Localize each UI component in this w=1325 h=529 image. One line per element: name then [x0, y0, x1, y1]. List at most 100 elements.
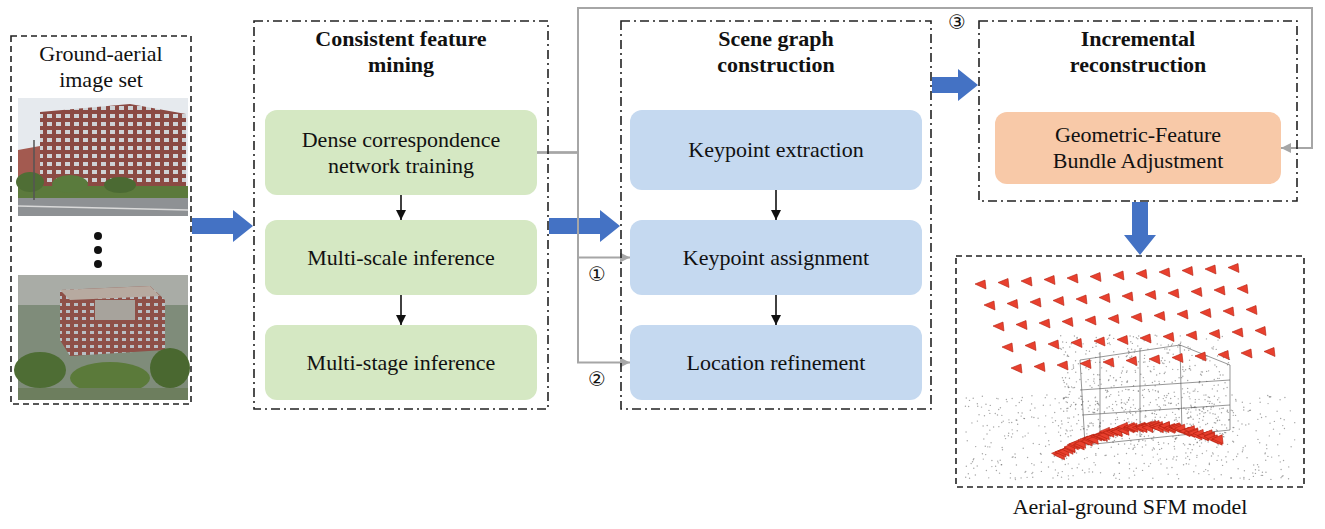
cloud-point: [1067, 397, 1068, 398]
step-arrow: [400, 295, 402, 325]
camera-frustum: [1039, 319, 1050, 328]
cloud-point: [1231, 477, 1232, 478]
cloud-point: [1255, 430, 1256, 431]
cloud-point: [1095, 362, 1096, 363]
cloud-point: [1239, 477, 1240, 478]
cloud-point: [1027, 432, 1028, 433]
cloud-point: [1282, 425, 1283, 426]
camera-frustum: [1228, 264, 1239, 273]
cloud-point: [1214, 379, 1215, 380]
cloud-point: [1176, 404, 1177, 405]
cloud-point: [1163, 442, 1164, 443]
cloud-point: [1010, 473, 1011, 474]
cloud-point: [1215, 418, 1216, 419]
cloud-point: [1129, 397, 1130, 398]
cloud-point: [1084, 458, 1085, 459]
cloud-point: [1209, 412, 1210, 413]
cloud-point: [1216, 429, 1217, 430]
cloud-point: [1092, 412, 1093, 413]
cloud-point: [997, 398, 998, 399]
cloud-point: [1252, 472, 1253, 473]
cloud-point: [1086, 457, 1087, 458]
cloud-point: [1134, 474, 1135, 475]
cloud-point: [1284, 428, 1285, 429]
cloud-point: [1219, 371, 1220, 372]
cloud-point: [1109, 335, 1110, 336]
camera-frustum: [993, 322, 1004, 331]
cloud-point: [1088, 411, 1089, 412]
camera-frustum: [1214, 286, 1225, 295]
cloud-point: [1155, 399, 1156, 400]
cloud-point: [1196, 457, 1197, 458]
cloud-point: [1269, 396, 1270, 397]
cloud-point: [1147, 366, 1148, 367]
cloud-point: [1232, 431, 1233, 432]
cloud-point: [998, 426, 999, 427]
cloud-point: [1199, 418, 1200, 419]
cloud-point: [1114, 440, 1115, 441]
cloud-point: [1100, 472, 1101, 473]
cloud-point: [1164, 417, 1165, 418]
cloud-point: [1025, 471, 1026, 472]
cloud-point: [966, 466, 967, 467]
flow-arrow: [549, 210, 620, 242]
cloud-point: [1226, 427, 1227, 428]
cloud-point: [1095, 396, 1096, 397]
cloud-point: [1232, 441, 1233, 442]
cloud-point: [1162, 357, 1163, 358]
cloud-point: [1081, 404, 1082, 405]
cloud-point: [1066, 410, 1067, 411]
cloud-point: [1195, 439, 1196, 440]
cloud-point: [1176, 474, 1177, 475]
cloud-point: [1088, 471, 1089, 472]
cloud-point: [1201, 374, 1202, 375]
cloud-point: [1075, 404, 1076, 405]
cloud-point: [1067, 372, 1068, 373]
cloud-point: [1157, 453, 1158, 454]
cloud-point: [1062, 471, 1063, 472]
cloud-point: [1132, 414, 1133, 415]
cloud-point: [1127, 389, 1128, 390]
cloud-point: [1157, 343, 1158, 344]
cloud-point: [1115, 437, 1116, 438]
cloud-point: [1211, 407, 1212, 408]
cloud-point: [1128, 399, 1129, 400]
cloud-point: [1094, 409, 1095, 410]
cloud-point: [1095, 453, 1096, 454]
cloud-point: [1065, 396, 1066, 397]
cloud-point: [1244, 470, 1245, 471]
cloud-point: [1072, 387, 1073, 388]
panel-title: Consistent feature mining: [291, 20, 511, 78]
cloud-point: [1187, 388, 1188, 389]
cloud-point: [1075, 372, 1076, 373]
cloud-point: [1012, 433, 1013, 434]
cloud-point: [1187, 411, 1188, 412]
cloud-point: [1203, 416, 1204, 417]
cloud-point: [1222, 433, 1223, 434]
camera-frustum: [1264, 348, 1275, 357]
cloud-point: [1216, 447, 1217, 448]
cloud-point: [1239, 428, 1240, 429]
cloud-point: [1158, 442, 1159, 443]
cloud-point: [1119, 463, 1120, 464]
cloud-point: [1202, 408, 1203, 409]
cloud-point: [1031, 416, 1032, 417]
cloud-point: [982, 425, 983, 426]
cloud-point: [982, 396, 983, 397]
cloud-point: [1206, 358, 1207, 359]
cloud-point: [1095, 404, 1096, 405]
cloud-point: [1278, 455, 1279, 456]
cloud-point: [975, 446, 976, 447]
camera-frustum: [1168, 289, 1179, 298]
camera-frustum: [984, 301, 995, 310]
cloud-point: [1116, 413, 1117, 414]
flow-arrow: [1124, 202, 1156, 255]
cloud-point: [1166, 432, 1167, 433]
cloud-point: [1031, 403, 1032, 404]
cloud-point: [1073, 366, 1074, 367]
cloud-point: [1044, 426, 1045, 427]
cloud-point: [1130, 443, 1131, 444]
cloud-point: [1262, 472, 1263, 473]
cloud-point: [1133, 404, 1134, 405]
